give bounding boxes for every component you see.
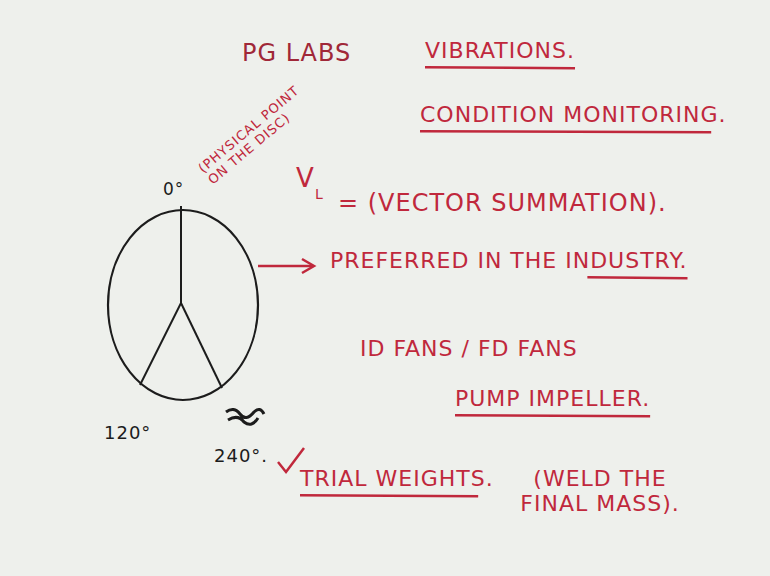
symbol: V bbox=[296, 164, 315, 194]
topic: VIBRATIONS. bbox=[425, 38, 575, 63]
underline bbox=[455, 415, 650, 416]
underline bbox=[425, 67, 575, 68]
disc-circle bbox=[108, 210, 258, 400]
arrow-head bbox=[302, 259, 314, 273]
application: PUMP IMPELLER. bbox=[455, 386, 650, 411]
heading: PG LABS bbox=[242, 40, 351, 68]
angle-label: 120° bbox=[104, 423, 151, 444]
note: PREFERRED IN THE INDUSTRY. bbox=[330, 248, 687, 273]
zero-reference-line bbox=[180, 206, 182, 303]
spoke-120 bbox=[140, 303, 181, 385]
arrow-shaft bbox=[258, 265, 312, 268]
underline bbox=[420, 131, 711, 132]
note: (WELD THE FINAL MASS). bbox=[520, 466, 680, 517]
note: TRIAL WEIGHTS. bbox=[300, 466, 494, 491]
scribble bbox=[226, 409, 264, 424]
underline bbox=[587, 277, 687, 278]
topic: CONDITION MONITORING. bbox=[420, 102, 727, 127]
equation-note: = (VECTOR SUMMATION). bbox=[338, 190, 667, 218]
application: ID FANS / FD FANS bbox=[360, 336, 578, 361]
angle-label: 0° bbox=[163, 180, 184, 200]
subscript: L bbox=[315, 186, 324, 202]
spoke-240 bbox=[181, 303, 222, 388]
underlines bbox=[300, 67, 711, 496]
angle-label: 240°. bbox=[214, 446, 268, 467]
underline bbox=[300, 495, 478, 496]
